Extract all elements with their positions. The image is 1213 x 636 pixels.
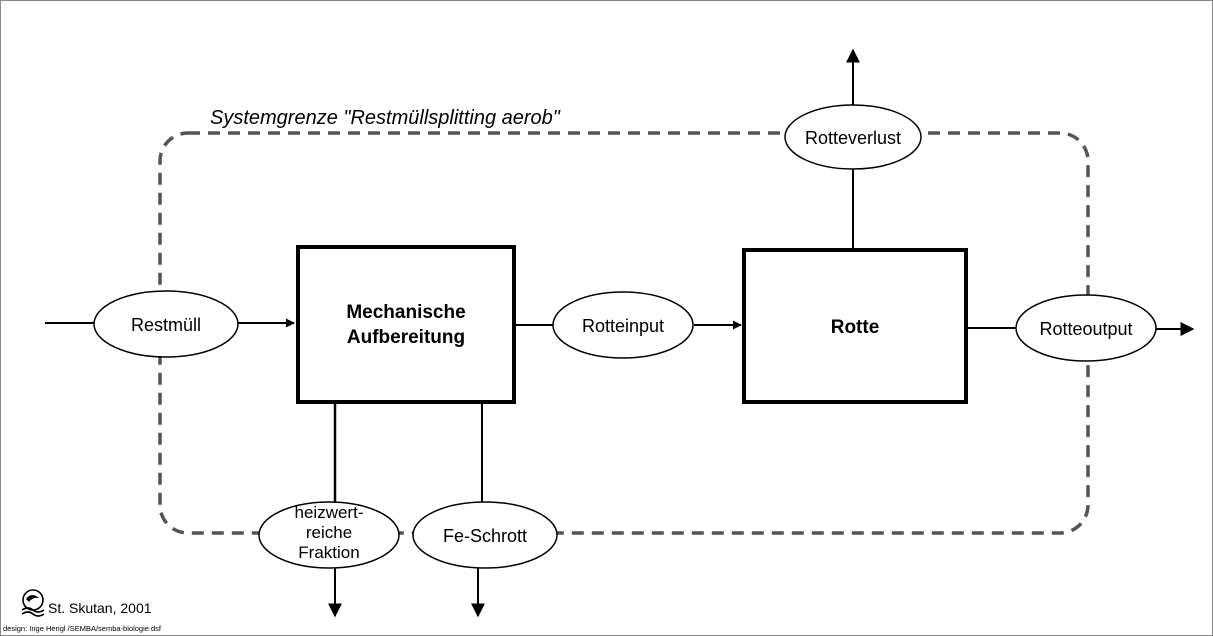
- flow-fe-schrott-label: Fe-Schrott: [443, 526, 527, 546]
- system-boundary-label: Systemgrenze "Restmüllsplitting aerob": [210, 107, 561, 129]
- semba-logo: [21, 589, 45, 617]
- process-mechanical-line2: Aufbereitung: [347, 327, 465, 348]
- flow-rotteoutput-label: Rotteoutput: [1039, 319, 1132, 339]
- process-mechanical: Mechanische Aufbereitung: [296, 245, 516, 404]
- flow-restmuell-label: Restmüll: [131, 315, 201, 335]
- flow-rotteinput-label: Rotteinput: [582, 316, 664, 336]
- flow-rotteinput: Rotteinput: [552, 291, 694, 359]
- credit-author: St. Skutan, 2001: [48, 600, 152, 616]
- flow-heizwert-line2: reiche: [306, 523, 352, 542]
- flow-heizwert-line3: Fraktion: [298, 543, 359, 562]
- flow-rotteverlust: Rotteverlust: [784, 104, 922, 170]
- flow-rotteverlust-label: Rotteverlust: [805, 128, 901, 148]
- flow-heizwert: heizwert- reiche Fraktion: [258, 501, 400, 569]
- flow-fe-schrott: Fe-Schrott: [412, 501, 558, 569]
- process-mechanical-line1: Mechanische: [346, 302, 465, 323]
- flow-rotteoutput: Rotteoutput: [1015, 294, 1157, 362]
- flow-restmuell: Restmüll: [93, 290, 239, 358]
- flow-heizwert-line1: heizwert-: [295, 503, 364, 522]
- process-rotte-label: Rotte: [831, 317, 880, 338]
- credit-design: design: Inge Hengl /SEMBA/semba-biologie…: [3, 624, 162, 633]
- process-rotte: Rotte: [742, 248, 968, 404]
